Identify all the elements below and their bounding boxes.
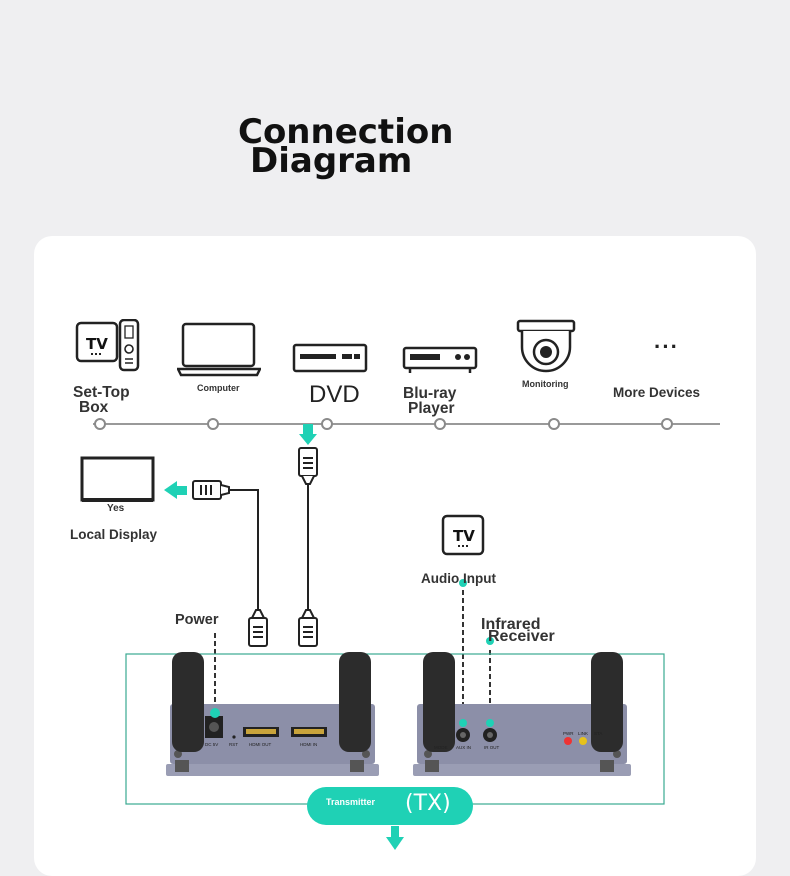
tx-unit-device	[166, 704, 379, 776]
infrared-line2: Receiver	[488, 628, 555, 645]
bluray-player-icon	[402, 345, 478, 375]
monitoring-label: Monitoring	[522, 379, 569, 389]
bus-node-computer	[207, 418, 219, 430]
badge-big-text: (TX)	[405, 791, 451, 816]
hdmi-connector-side-icon	[192, 480, 230, 500]
rx-antenna-right-icon	[591, 652, 623, 752]
tx-antenna-left-icon	[172, 652, 204, 752]
audio-tv-text: TV	[453, 527, 475, 545]
bus-node-bluray	[434, 418, 446, 430]
bluray-label-line1: Blu-ray	[403, 385, 457, 402]
rx-port-mode: MODE	[434, 745, 448, 750]
settop-tv-remote-icon: TV	[75, 319, 141, 373]
bluray-label: Blu-ray Player	[403, 385, 457, 417]
settop-label-line2: Box	[79, 399, 109, 416]
hdmi-connector-tx-out-icon	[248, 609, 268, 647]
title-line-1: Connection	[238, 112, 454, 152]
settop-tv-text: TV	[86, 335, 108, 353]
down-arrow-icon	[299, 424, 317, 445]
infrared-receiver-label: Infrared Receiver	[481, 616, 555, 645]
audio-input-label: Audio Input	[421, 571, 496, 586]
led-link	[579, 737, 587, 745]
diagram-card	[34, 236, 756, 876]
left-arrow-icon	[164, 481, 187, 499]
rx-unit-device	[413, 704, 631, 776]
bluray-label-line2: Player	[408, 400, 455, 417]
rx-port-ir: IR OUT	[484, 745, 500, 750]
bus-node-monitoring	[548, 418, 560, 430]
ellipsis-icon: ···	[654, 334, 679, 359]
audio-connector-dot	[459, 719, 467, 727]
local-display-icon	[80, 456, 155, 502]
rx-led-pwr-label: PWR	[563, 731, 574, 736]
ir-connector-dot	[486, 719, 494, 727]
bus-nodes	[94, 418, 673, 430]
tx-badge-pill	[307, 787, 473, 825]
more-devices-label: More Devices	[613, 385, 701, 400]
settop-label-line1: Set-Top	[73, 384, 130, 401]
computer-label: Computer	[197, 383, 240, 393]
led-pwr	[564, 737, 572, 745]
bus-node-more	[661, 418, 673, 430]
hdmi-connector-bottom-icon	[298, 609, 318, 647]
ir-top-dot	[486, 637, 494, 645]
title-line-2: Diagram	[250, 141, 413, 181]
tx-port-rst: RST	[229, 742, 238, 747]
badge-small-text: Transmitter	[326, 797, 376, 807]
audio-tv-icon	[441, 514, 485, 556]
audio-top-dot	[459, 579, 467, 587]
rx-port-aux: AUX IN	[456, 745, 472, 750]
security-camera-icon	[516, 319, 576, 375]
laptop-icon	[177, 322, 261, 378]
dvd-player-icon	[292, 343, 368, 373]
tx-port-dc: DC 5V	[205, 742, 219, 747]
hdmi-cable-output	[229, 489, 259, 610]
local-display-sub: Yes	[107, 503, 125, 514]
wiring-diagram	[80, 418, 720, 850]
settop-label: Set-Top Box	[73, 384, 130, 416]
diagram-title: Connection Diagram	[238, 112, 454, 181]
rx-led-sta-label: STA	[594, 731, 603, 736]
bottom-down-arrow-icon	[386, 826, 404, 850]
power-label: Power	[175, 612, 219, 628]
bus-node-settop	[94, 418, 106, 430]
bus-node-dvd	[321, 418, 333, 430]
dvd-label: DVD	[309, 381, 360, 408]
tx-antenna-right-icon	[339, 652, 371, 752]
hdmi-connector-top-icon	[298, 447, 318, 485]
tx-port-hdmi-in: HDMI IN	[300, 742, 318, 747]
power-connector-dot	[210, 708, 220, 718]
infrared-line1: Infrared	[481, 616, 541, 633]
rx-led-link-label: LINK	[578, 731, 589, 736]
rx-antenna-left-icon	[423, 652, 455, 752]
local-display-label: Local Display	[70, 527, 158, 542]
tx-port-hdmi-out: HDMI OUT	[249, 742, 272, 747]
